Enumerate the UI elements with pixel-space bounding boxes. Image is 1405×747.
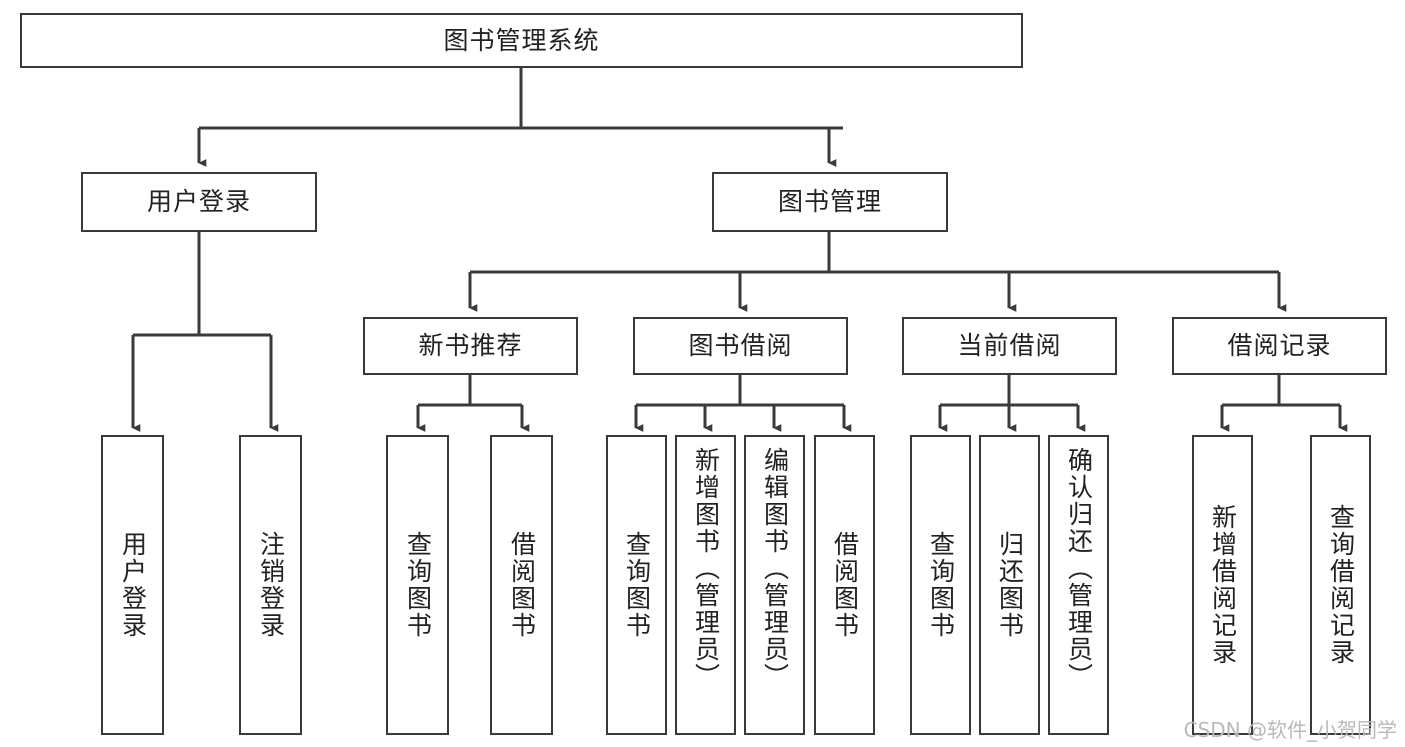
node-label: 借阅图书: [507, 531, 537, 639]
node-book-borrow[interactable]: 图书借阅: [633, 317, 848, 375]
node-label: 新增借阅记录: [1208, 504, 1238, 666]
node-leaf-add-book[interactable]: 新增图书（管理员）: [675, 435, 736, 735]
node-leaf-edit-book[interactable]: 编辑图书（管理员）: [744, 435, 805, 735]
node-root-book-management-system[interactable]: 图书管理系统: [20, 13, 1023, 68]
edges-book-manage-to-level3: [468, 232, 1287, 312]
node-leaf-borrow-book-2[interactable]: 借阅图书: [814, 435, 875, 735]
edges-current-borrow-to-leaves: [938, 375, 1086, 432]
node-leaf-confirm-return[interactable]: 确认归还（管理员）: [1048, 435, 1109, 735]
node-label: 确认归还（管理员）: [1064, 447, 1094, 690]
node-label: 当前借阅: [957, 331, 1062, 361]
node-leaf-add-record[interactable]: 新增借阅记录: [1192, 435, 1253, 735]
node-new-book-recommend[interactable]: 新书推荐: [363, 317, 578, 375]
node-leaf-query-book-1[interactable]: 查询图书: [386, 435, 449, 735]
edges-borrow-record-to-leaves: [1220, 375, 1348, 432]
node-label: 新增图书（管理员）: [691, 447, 721, 690]
node-borrow-record[interactable]: 借阅记录: [1172, 317, 1387, 375]
node-label: 图书管理: [777, 187, 882, 217]
edges-book-borrow-to-leaves: [634, 375, 852, 432]
node-label: 用户登录: [146, 187, 251, 217]
node-label: 用户登录: [118, 531, 148, 639]
node-label: 查询图书: [403, 531, 433, 639]
node-user-login[interactable]: 用户登录: [81, 172, 317, 232]
node-leaf-query-record[interactable]: 查询借阅记录: [1310, 435, 1371, 735]
node-leaf-user-logout[interactable]: 注销登录: [239, 435, 302, 735]
edges-root-to-level2: [197, 68, 843, 167]
node-label: 图书借阅: [688, 331, 793, 361]
node-label: 借阅图书: [830, 531, 860, 639]
node-leaf-user-login[interactable]: 用户登录: [101, 435, 164, 735]
node-label: 查询图书: [622, 531, 652, 639]
node-label: 归还图书: [995, 531, 1025, 639]
node-label: 图书管理系统: [443, 25, 600, 55]
node-book-manage[interactable]: 图书管理: [712, 172, 948, 232]
node-label: 查询图书: [926, 531, 956, 639]
node-label: 编辑图书（管理员）: [760, 447, 790, 690]
edges-new-book-recommend-to-leaves: [416, 375, 530, 432]
node-label: 新书推荐: [418, 331, 523, 361]
node-leaf-query-book-2[interactable]: 查询图书: [606, 435, 667, 735]
node-leaf-borrow-book-1[interactable]: 借阅图书: [490, 435, 553, 735]
node-leaf-query-book-3[interactable]: 查询图书: [910, 435, 971, 735]
node-leaf-return-book[interactable]: 归还图书: [979, 435, 1040, 735]
watermark-text: CSDN @软件_小贺同学: [1183, 718, 1397, 742]
node-current-borrow[interactable]: 当前借阅: [902, 317, 1117, 375]
node-label: 注销登录: [256, 531, 286, 639]
edges-user-login-to-leaves: [131, 232, 279, 432]
node-label: 借阅记录: [1227, 331, 1332, 361]
node-label: 查询借阅记录: [1326, 504, 1356, 666]
